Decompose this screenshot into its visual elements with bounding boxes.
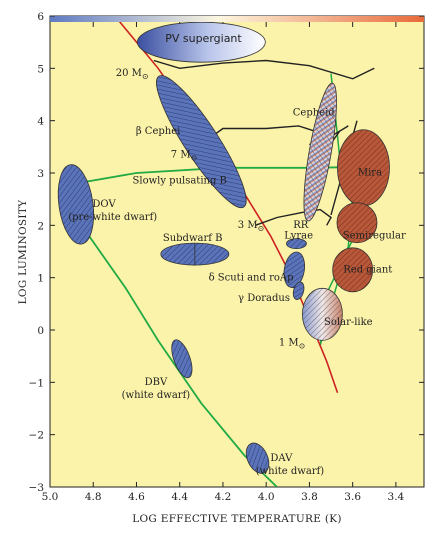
region-cepheid: [303, 82, 337, 222]
annotation-label: Solar-like: [324, 317, 373, 328]
region-pv-supergiant: [136, 22, 266, 63]
region-scuti-and-roap: [283, 251, 306, 289]
y-tick-label: 5: [37, 63, 44, 75]
y-axis-title: LOG LUMINOSITY: [17, 199, 29, 304]
y-tick-label: 4: [37, 116, 44, 128]
x-tick-label: 4.2: [215, 491, 232, 503]
mass-label: 3 M⊙: [238, 220, 264, 233]
y-tick-label: 3: [37, 168, 44, 180]
region-semiregular: [336, 202, 378, 244]
region-dav-white-dwarf: [245, 442, 270, 474]
annotation-label: PV supergiant: [165, 32, 242, 45]
x-tick-label: 4.8: [85, 491, 102, 503]
y-tick-label: 0: [37, 325, 44, 337]
x-tick-label: 5.0: [42, 491, 59, 503]
y-tick-label: 2: [37, 220, 44, 232]
region-solar-like-hatch: [302, 288, 343, 341]
x-tick-label: 3.6: [344, 491, 361, 503]
x-tick-label: 3.4: [388, 491, 405, 503]
color-temperature-bar: [50, 16, 424, 22]
annotation-label: Semiregular: [343, 230, 406, 241]
annotation-label: DBV: [145, 377, 168, 388]
annotation-label: β Cephei: [136, 126, 181, 137]
annotation-label: RR: [293, 220, 309, 231]
annotation-label: (pre-white dwarf): [68, 212, 157, 223]
variable-star-regions: [57, 22, 390, 474]
annotation-label: Cepheid: [293, 107, 336, 118]
mass-label: 20 M⊙: [116, 68, 149, 81]
x-tick-label: 4.6: [128, 491, 145, 503]
region-dbv-white-dwarf: [171, 339, 193, 379]
mass-label: 7 M⊙: [171, 149, 197, 162]
annotation-label: Red giant: [343, 264, 392, 275]
plot-area: [49, 15, 425, 488]
axes: 5.0 4.8 4.6 4.4 4.2 4.0 3.8 3.6 3.4 −3 −2 −1 0 1 2 3 4 5 6: [29, 11, 424, 503]
mass-label: 1 M⊙: [279, 338, 305, 351]
y-tick-label: 1: [37, 273, 44, 285]
annotation-label: (white dwarf): [122, 390, 191, 401]
x-tick-label: 4.4: [171, 491, 188, 503]
annotation-label: Subdwarf B: [163, 233, 223, 244]
y-tick-label: −1: [29, 377, 44, 389]
y-tick-label: −3: [29, 482, 44, 494]
region-dov-pre-white-dwarf: [57, 164, 95, 245]
annotation-label: δ Scuti and roAp: [209, 272, 294, 283]
evolution-track: [153, 59, 375, 80]
y-tick-label: 6: [37, 11, 44, 23]
annotation-label: DAV: [270, 453, 293, 464]
region-doradus: [292, 281, 305, 300]
annotation-label: Mira: [358, 168, 382, 179]
annotation-label: γ Doradus: [238, 293, 290, 304]
annotation-label: Slowly pulsating B: [133, 175, 227, 186]
annotation-label: Lyrae: [284, 230, 313, 241]
region-red-giant: [332, 247, 374, 293]
region-rr-lyrae: [286, 238, 307, 250]
y-tick-label: −2: [29, 430, 44, 442]
region-slowly-pulsating-b: [156, 75, 247, 209]
annotation-label: (white dwarf): [256, 466, 325, 477]
x-tick-label: 3.8: [301, 491, 318, 503]
x-tick-label: 4.0: [258, 491, 275, 503]
x-axis-title: LOG EFFECTIVE TEMPERATURE (K): [132, 513, 342, 525]
annotation-label: DOV: [92, 199, 116, 210]
